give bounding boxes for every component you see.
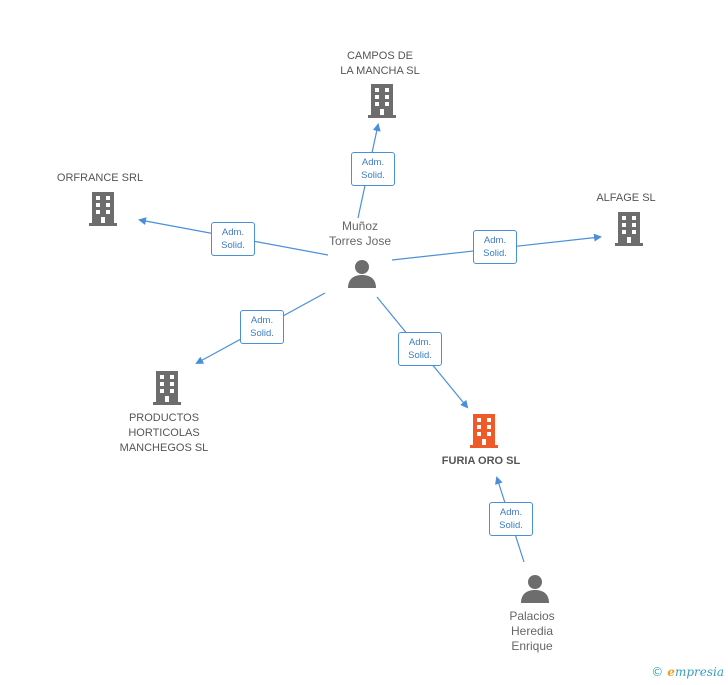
relation-role-text: Adm. xyxy=(221,227,245,238)
relation-role-text: Adm. xyxy=(483,235,507,246)
company-label-campos[interactable]: CAMPOS DE LA MANCHA SL xyxy=(340,50,420,77)
brand-initial: e xyxy=(667,665,675,679)
building-icon[interactable] xyxy=(87,192,119,226)
company-label-alfage[interactable]: ALFAGE SL xyxy=(596,192,656,204)
relation-badge-palacios: Adm. Solid. xyxy=(489,502,533,536)
company-label-orfrance[interactable]: ORFRANCE SRL xyxy=(56,172,144,184)
company-label-productos[interactable]: PRODUCTOS HORTICOLAS MANCHEGOS SL xyxy=(119,412,209,454)
brand-name: mpresia xyxy=(674,665,724,679)
building-icon[interactable] xyxy=(151,371,183,405)
person-label-munoz[interactable]: Muñoz Torres Jose xyxy=(328,219,392,248)
relation-role-text: Solid. xyxy=(361,170,385,181)
relation-role-text: Solid. xyxy=(499,520,523,531)
relation-role-text: Solid. xyxy=(483,248,507,259)
relation-role-text: Solid. xyxy=(408,350,432,361)
copyright-icon: © xyxy=(651,665,664,679)
relation-role-text: Solid. xyxy=(221,240,245,251)
building-icon[interactable] xyxy=(613,212,645,246)
person-label-palacios[interactable]: Palacios Heredia Enrique xyxy=(509,609,555,653)
relation-badge-productos: Adm. Solid. xyxy=(240,310,284,344)
relation-role-text: Solid. xyxy=(250,328,274,339)
brand-footer: ©empresia xyxy=(651,665,724,679)
relation-badge-furia: Adm. Solid. xyxy=(398,332,442,366)
relation-badge-orfrance: Adm. Solid. xyxy=(211,222,255,256)
relation-role-text: Adm. xyxy=(361,157,385,168)
company-label-furia[interactable]: FURIA ORO SL xyxy=(441,455,521,467)
building-icon[interactable] xyxy=(366,84,398,118)
person-icon[interactable] xyxy=(520,574,550,604)
person-icon[interactable] xyxy=(347,259,377,289)
relation-role-text: Adm. xyxy=(250,315,274,326)
building-icon[interactable] xyxy=(468,414,500,448)
relation-badge-campos: Adm. Solid. xyxy=(351,152,395,186)
relation-role-text: Adm. xyxy=(499,507,523,518)
relation-badge-alfage: Adm. Solid. xyxy=(473,230,517,264)
relation-role-text: Adm. xyxy=(408,337,432,348)
